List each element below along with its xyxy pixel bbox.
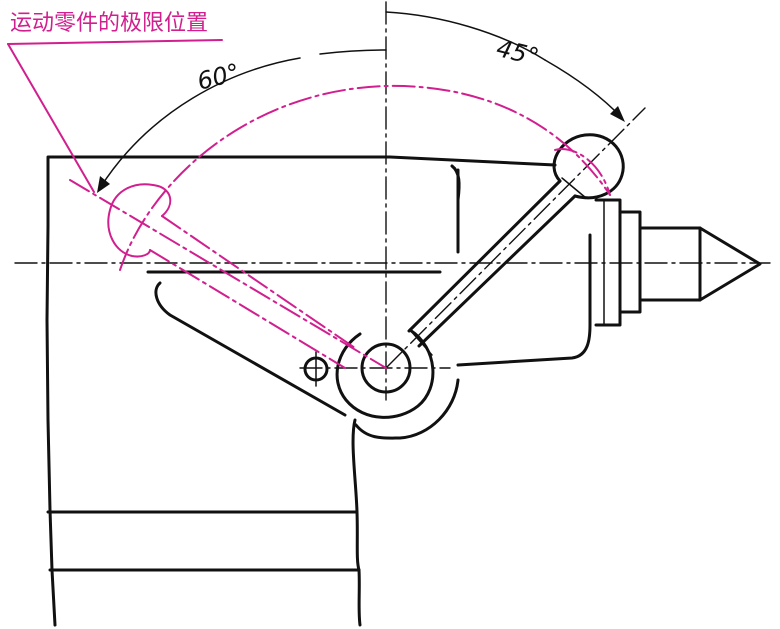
phantom-handle-centerline	[69, 179, 387, 369]
body-left-top-edge	[45, 156, 57, 627]
center-lines	[14, 1, 771, 401]
body-right-step	[456, 233, 592, 367]
handle-edge-upper	[407, 179, 562, 333]
phantom-lines	[7, 39, 611, 369]
body-right-lower-edge	[351, 418, 362, 627]
leader-underline	[7, 39, 223, 45]
angle-label-60: 60°	[194, 58, 242, 95]
slot-left-curve	[154, 281, 347, 417]
arc-60	[99, 57, 301, 189]
shaft-collar	[618, 210, 642, 314]
phantom-handle-upper	[161, 215, 356, 349]
shaft-block	[594, 198, 622, 327]
angle-label-45: 45°	[494, 34, 542, 71]
extreme-position-label: 运动零件的极限位置	[10, 11, 208, 36]
right-shaft	[594, 198, 762, 327]
leader-line	[7, 43, 95, 193]
phantom-ball-45	[554, 148, 611, 196]
arc-45-right	[544, 59, 623, 119]
arc-45	[385, 11, 546, 61]
body-top-edge	[46, 155, 557, 167]
pivot-boss	[335, 328, 435, 419]
phantom-arc	[119, 84, 611, 271]
shaft-body	[638, 226, 702, 302]
handle-45	[385, 107, 646, 369]
pin-hole	[303, 351, 329, 387]
handle-edge-lower	[417, 194, 577, 348]
handle-ball	[552, 133, 625, 200]
slot-lines	[146, 164, 461, 417]
slot-right-curve	[450, 164, 461, 202]
body-bottom-fillet	[354, 378, 460, 440]
dimension-arcs	[97, 11, 625, 193]
arc-45-arrow	[610, 106, 625, 122]
phantom-handle-lower	[149, 249, 346, 369]
body-outline	[45, 155, 592, 627]
handle-tick-2	[561, 177, 587, 199]
cone-tip	[698, 226, 762, 302]
phantom-ball	[107, 183, 172, 258]
handle-centerline	[385, 107, 646, 369]
arc-60-arrow	[97, 176, 110, 193]
pivot-inner-circle	[360, 342, 412, 394]
pivot-outer-contour	[335, 328, 435, 419]
arc-60-right	[319, 49, 387, 55]
handle-tick-1	[409, 329, 433, 356]
